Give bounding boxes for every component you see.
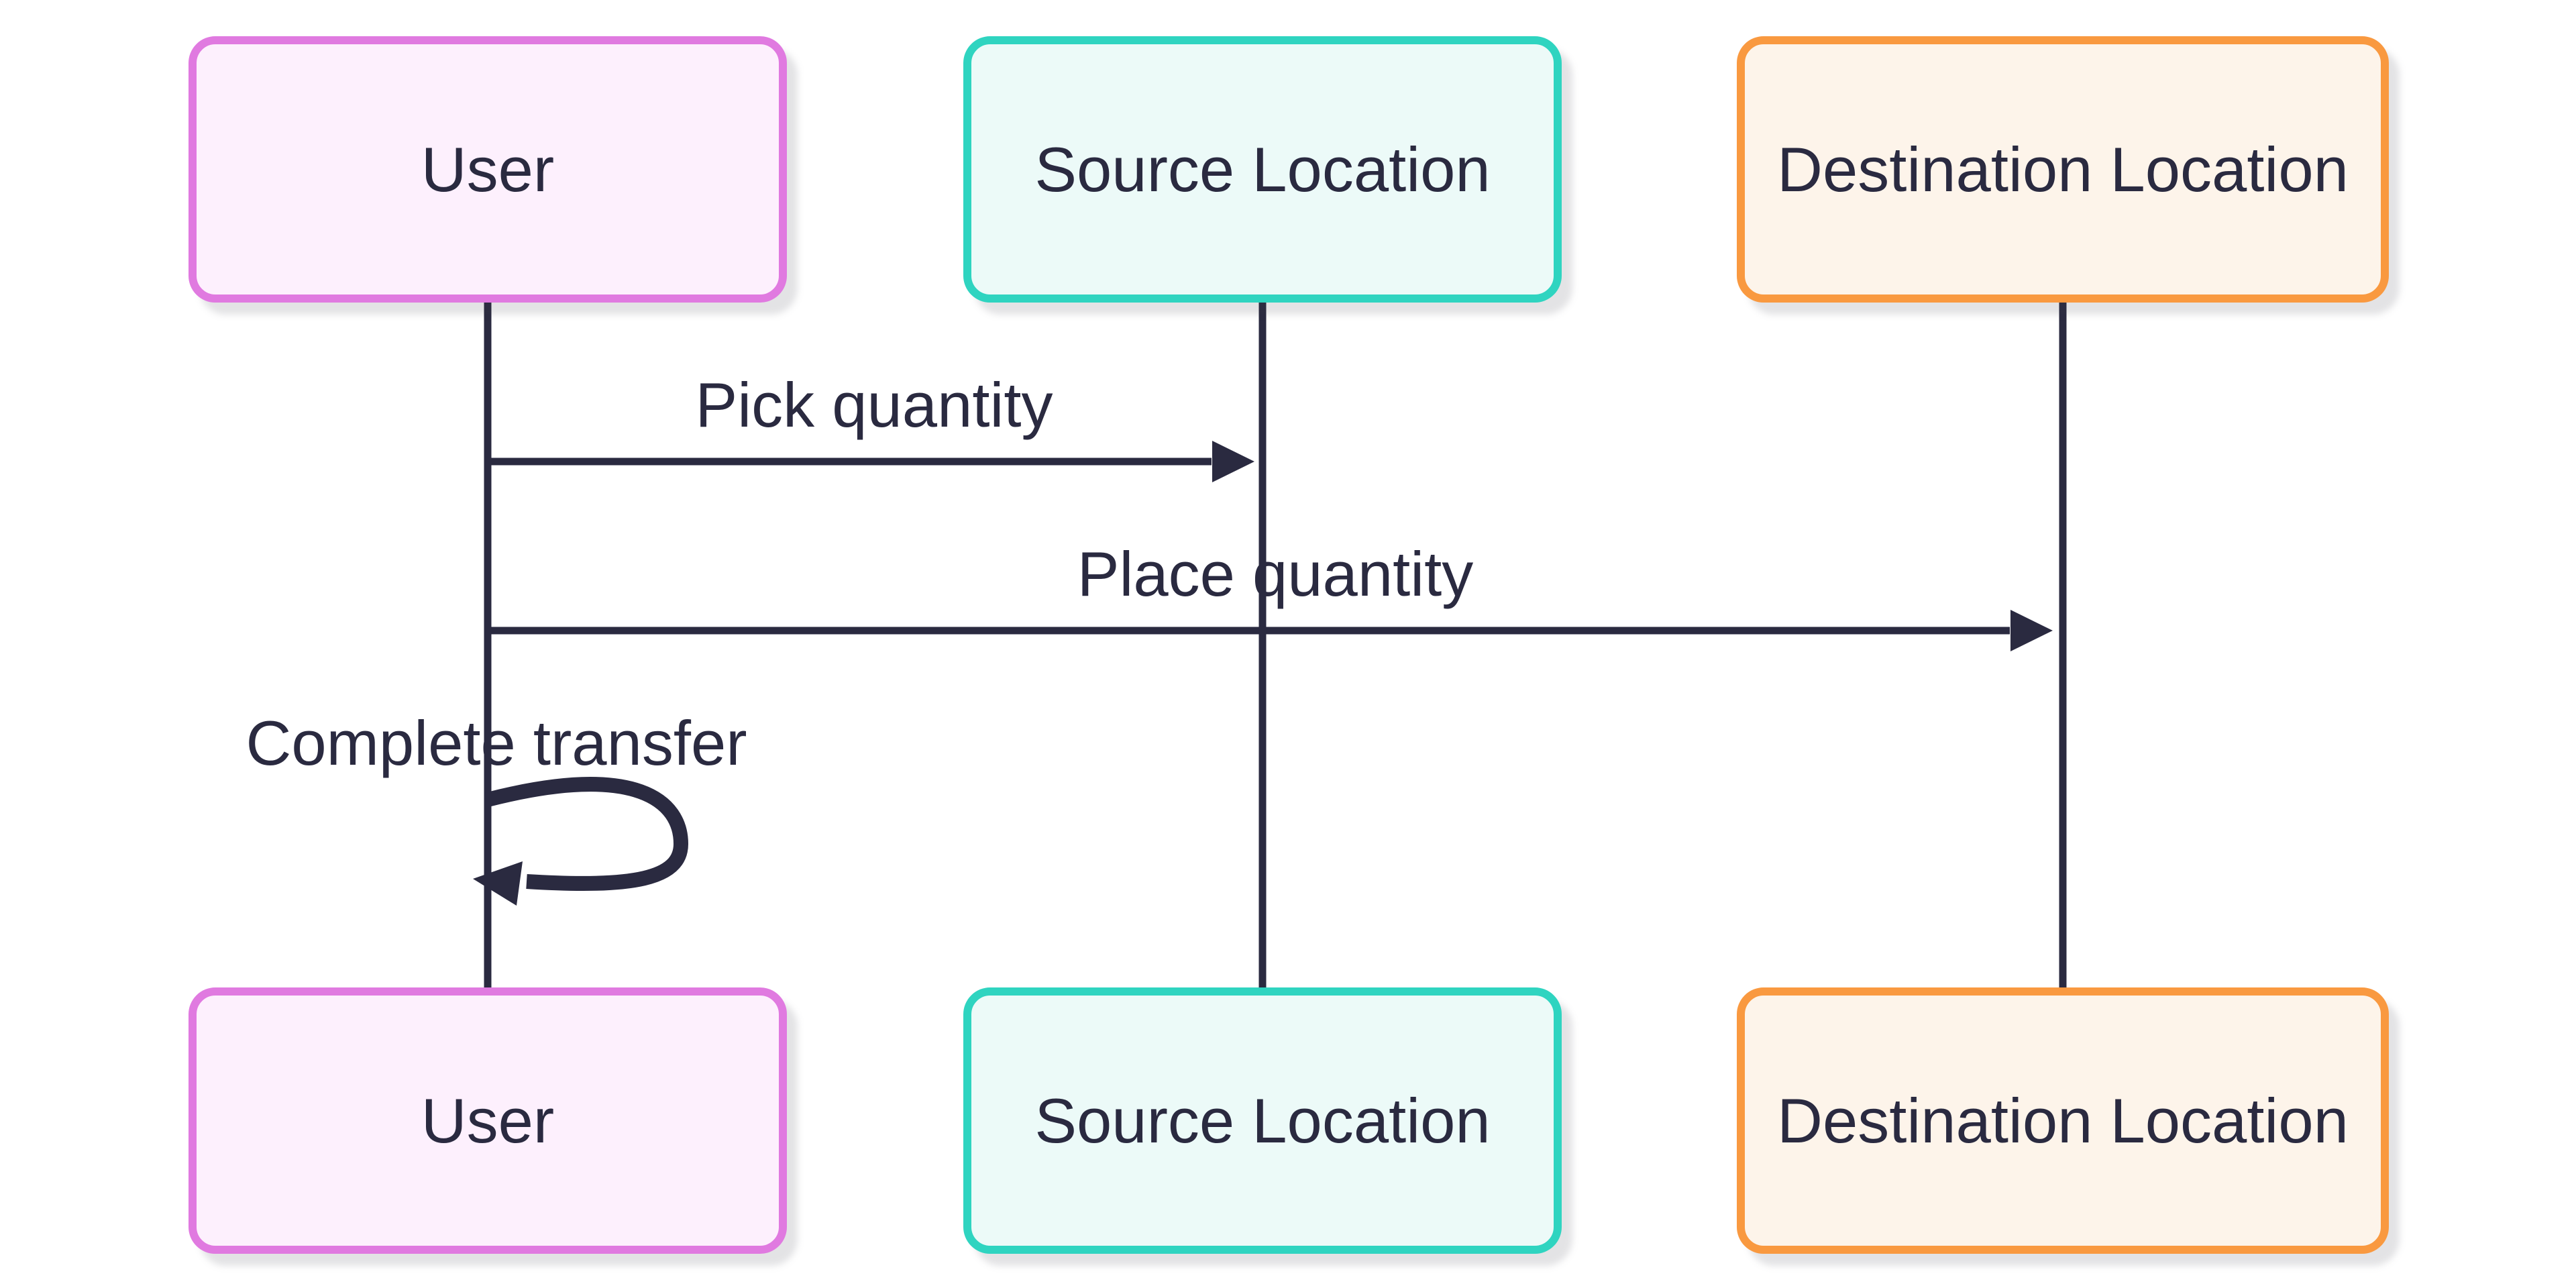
actor-top-user: User [189, 36, 787, 303]
message-label-place-quantity: Place quantity [1077, 539, 1473, 609]
message-complete-transfer: Complete transfer [246, 708, 747, 906]
actor-top-source-location: Source Location [963, 36, 1562, 303]
actors-bottom: User Source Location Destination Locatio… [189, 987, 2389, 1254]
actor-box-destination-location-bottom [1737, 987, 2389, 1254]
actor-box-source-location-bottom [963, 987, 1562, 1254]
actor-label-source-location-bottom: Source Location [1034, 1085, 1490, 1156]
actor-label-user-bottom: User [421, 1085, 554, 1156]
actor-box-user-top [189, 36, 787, 303]
actor-bottom-source-location: Source Location [963, 987, 1562, 1254]
arrowhead-place-quantity [2010, 610, 2053, 651]
actors-top: User Source Location Destination Locatio… [189, 36, 2389, 303]
actor-label-source-location-top: Source Location [1034, 134, 1490, 205]
self-loop-curve [486, 777, 689, 891]
actor-bottom-user: User [189, 987, 787, 1254]
message-label-complete-transfer: Complete transfer [246, 708, 747, 778]
message-label-pick-quantity: Pick quantity [696, 370, 1053, 440]
actor-box-source-location-top [963, 36, 1562, 303]
actor-label-destination-location-bottom: Destination Location [1777, 1085, 2349, 1156]
actor-top-destination-location: Destination Location [1737, 36, 2389, 303]
actor-label-destination-location-top: Destination Location [1777, 134, 2349, 205]
message-place-quantity: Place quantity [488, 539, 2053, 651]
actor-bottom-destination-location: Destination Location [1737, 987, 2389, 1254]
actor-label-user-top: User [421, 134, 554, 205]
message-pick-quantity: Pick quantity [488, 370, 1254, 482]
actor-box-user-bottom [189, 987, 787, 1254]
actor-box-destination-location-top [1737, 36, 2389, 303]
messages: Pick quantity Place quantity Complete tr… [246, 370, 2053, 906]
arrowhead-complete-transfer [473, 861, 523, 906]
arrowhead-pick-quantity [1212, 441, 1254, 482]
